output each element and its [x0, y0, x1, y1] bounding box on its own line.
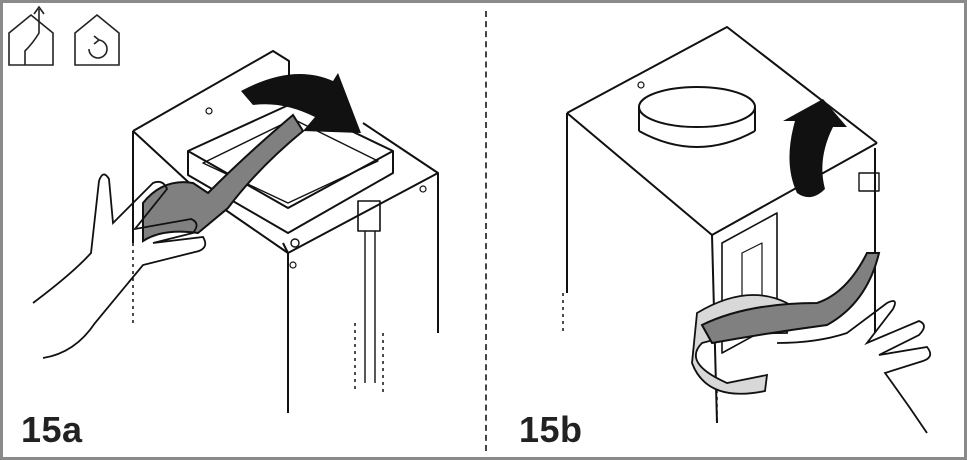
direction-arrow — [241, 73, 361, 133]
hood-illustration-15a — [32, 50, 439, 413]
hand-outline — [776, 300, 932, 434]
hand-outline — [32, 173, 207, 359]
hood-illustration-15b — [562, 26, 932, 434]
recirculation-mode-icon — [74, 13, 120, 66]
step-panel-15a: 15a — [3, 3, 485, 457]
filter-strip — [142, 113, 305, 243]
extraction-mode-icon — [8, 5, 54, 66]
step-label-15a: 15a — [21, 409, 83, 450]
step-label-15b: 15b — [519, 409, 583, 450]
filter-strip — [700, 252, 881, 345]
panel-divider — [485, 11, 487, 451]
mode-icons — [8, 5, 120, 66]
step-panel-15b: 15b — [487, 3, 964, 457]
direction-arrow — [783, 99, 847, 198]
